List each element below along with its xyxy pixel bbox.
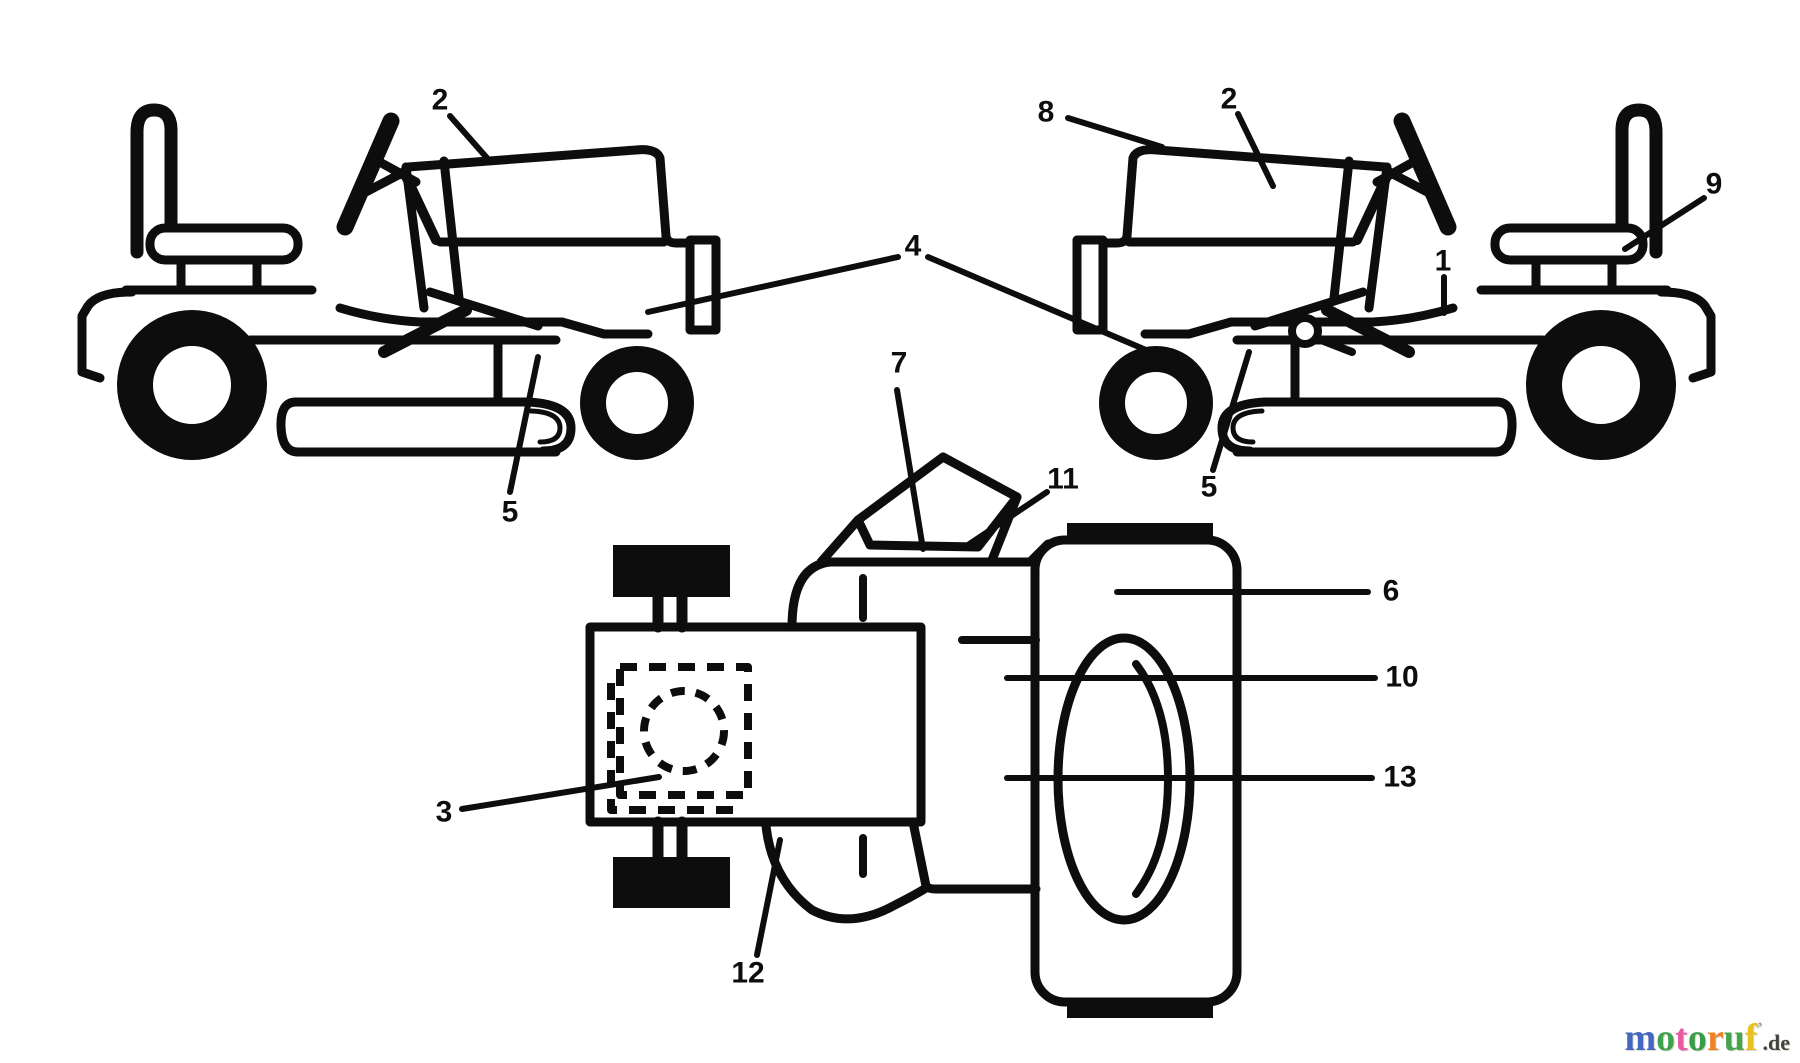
motoruf-logo[interactable]: motoruf’.de bbox=[1625, 1019, 1790, 1057]
callout-label-8-side_right: 8 bbox=[1038, 96, 1055, 129]
callout-leader-4 bbox=[925, 254, 1163, 359]
logo-tick: ’ bbox=[1757, 1020, 1763, 1036]
decal-outline-square bbox=[616, 663, 752, 799]
steering-wheel-top-view bbox=[853, 452, 1022, 552]
callout-leader-8 bbox=[1065, 115, 1165, 150]
callout-leader-4 bbox=[645, 254, 901, 315]
callout-leader-3 bbox=[459, 774, 662, 812]
callout-label-9-side_right: 9 bbox=[1706, 168, 1723, 201]
callout-label-13-top: 13 bbox=[1383, 761, 1416, 794]
logo-letter: o bbox=[1656, 1017, 1676, 1059]
logo-letter: m bbox=[1624, 1017, 1657, 1059]
tractor-side-view-left bbox=[82, 110, 716, 452]
callout-label-1-side_right: 1 bbox=[1435, 245, 1452, 278]
logo-letter: r bbox=[1706, 1017, 1724, 1059]
callout-leader-5 bbox=[507, 354, 541, 495]
callout-label-7-top: 7 bbox=[891, 347, 908, 380]
callout-label-11-top: 11 bbox=[1047, 463, 1079, 496]
callout-label-10-top: 10 bbox=[1385, 661, 1418, 694]
body-bottom-edge bbox=[908, 817, 1041, 894]
callout-leader-11 bbox=[962, 489, 1050, 550]
decal-outline-circle bbox=[640, 687, 728, 775]
front-axles bbox=[652, 591, 688, 863]
lever-stick bbox=[1312, 334, 1356, 356]
callout-leader-2 bbox=[1235, 111, 1276, 189]
logo-letter: o bbox=[1687, 1017, 1707, 1059]
callout-leader-9 bbox=[1622, 195, 1707, 252]
drive-belt bbox=[761, 821, 931, 924]
callout-label-5-side_left: 5 bbox=[502, 496, 519, 529]
rear-wheel-top bbox=[1067, 523, 1213, 541]
callout-label-2-side_right: 2 bbox=[1221, 83, 1238, 116]
callout-label-6-top: 6 bbox=[1383, 575, 1400, 608]
logo-letter: u bbox=[1723, 1017, 1745, 1059]
rear-wheel-bottom bbox=[1067, 1001, 1213, 1018]
lever-knob bbox=[1288, 314, 1322, 348]
callout-leader-7 bbox=[894, 387, 926, 552]
callout-leader-5 bbox=[1210, 349, 1252, 473]
logo-letter: f bbox=[1744, 1017, 1758, 1059]
callout-layer: 2 4 5 8 2 1 9 5 7 11 6 10 13 3 12 bbox=[432, 83, 1723, 990]
callout-label-2-side_left: 2 bbox=[432, 84, 449, 117]
callout-leader-2 bbox=[447, 113, 490, 161]
logo-letter: t bbox=[1675, 1017, 1688, 1059]
rear-body-top-view bbox=[1030, 535, 1242, 1007]
tractor-top-view bbox=[585, 452, 1242, 1018]
decal-outline-offset bbox=[607, 683, 742, 814]
callout-label-4-both_sides: 4 bbox=[905, 230, 922, 263]
callout-label-5-side_right: 5 bbox=[1201, 471, 1218, 504]
steering-links bbox=[816, 492, 1022, 567]
front-wheel-bottom bbox=[613, 857, 730, 908]
callout-label-3-top: 3 bbox=[436, 796, 453, 829]
callout-label-12-top: 12 bbox=[731, 957, 764, 990]
callout-leader-12 bbox=[754, 837, 783, 958]
tractor-side-view-right bbox=[1077, 110, 1711, 452]
logo-domain-suffix: .de bbox=[1762, 1030, 1791, 1055]
chassis-top-view bbox=[585, 622, 926, 827]
body-top-edge bbox=[787, 539, 1053, 632]
front-wheel-top bbox=[613, 545, 730, 597]
